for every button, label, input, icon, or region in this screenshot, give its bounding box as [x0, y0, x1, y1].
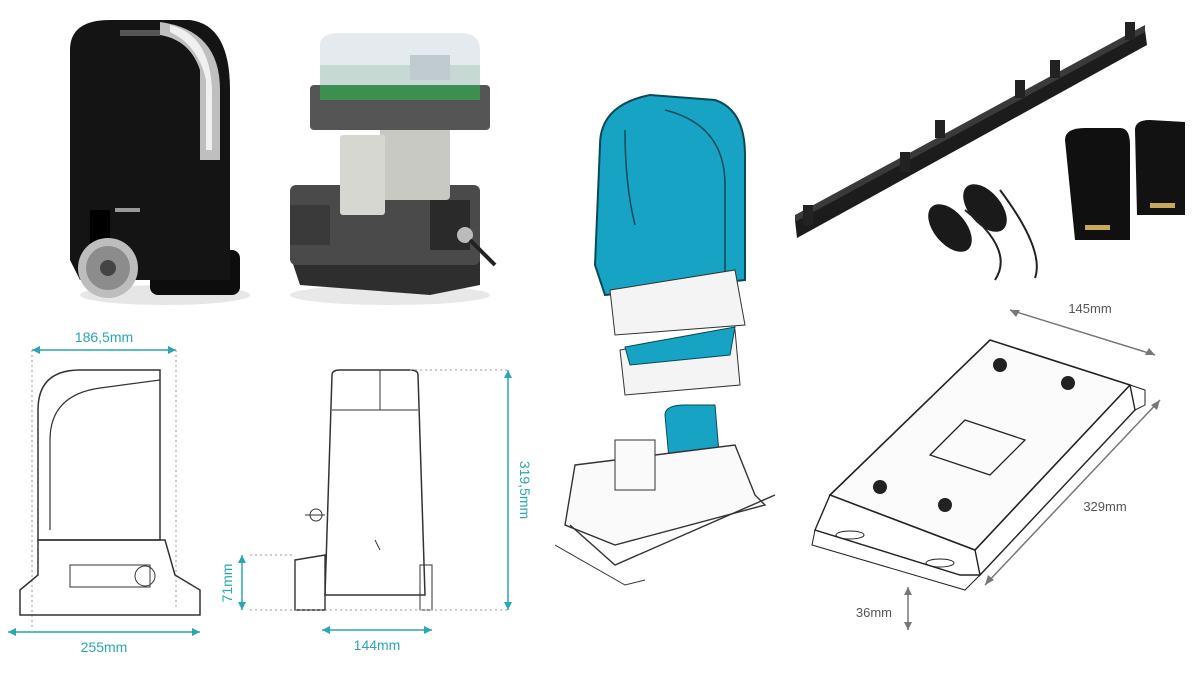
height-label: 319,5mm [517, 461, 530, 519]
front-width-label: 186,5mm [75, 329, 133, 345]
base-width-label: 255mm [81, 639, 128, 655]
mounting-plate-drawing: 145mm 329mm 36mm [800, 295, 1195, 675]
plate-height-label: 36mm [856, 605, 892, 620]
mounting-plate-icon: 145mm 329mm 36mm [811, 301, 1161, 630]
side-height-label: 71mm [220, 564, 235, 603]
gear-rack-icon [795, 22, 1147, 238]
side-width-label: 144mm [354, 637, 401, 653]
remote-control-icon [928, 184, 1038, 281]
motor-photo [60, 10, 250, 310]
exploded-view [555, 85, 785, 595]
side-view-drawing: 319,5mm 71mm 144mm [220, 355, 530, 665]
photocell-sensor-icon [1065, 120, 1185, 240]
motor-internals-photo [280, 25, 520, 310]
accessories-photo [785, 10, 1195, 295]
plate-width-label: 145mm [1068, 301, 1111, 316]
gate-motor-icon [70, 20, 250, 305]
plate-length-label: 329mm [1083, 499, 1126, 514]
front-view-drawing: 186,5mm 255mm [0, 320, 220, 660]
exploded-motor-icon [555, 93, 776, 586]
motor-internals-icon [290, 33, 497, 305]
